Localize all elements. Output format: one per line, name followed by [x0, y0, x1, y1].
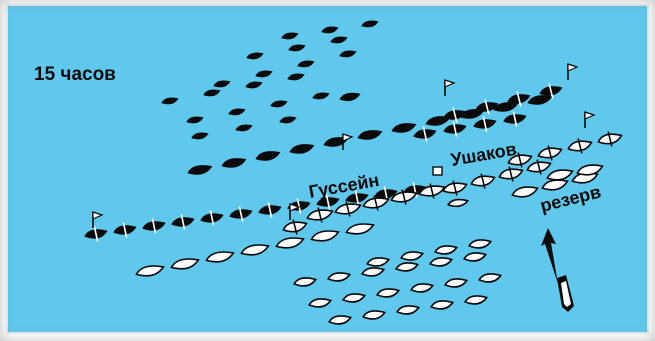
russian-ship — [448, 198, 469, 208]
turkish-ship — [212, 78, 231, 89]
turkish-ship — [112, 220, 139, 240]
russian-ship — [362, 309, 385, 321]
russian-ship — [205, 249, 234, 265]
turkish-ship — [185, 114, 204, 125]
turkish-ship — [257, 200, 284, 220]
turkish-ship — [254, 68, 273, 79]
russian-ship — [293, 276, 316, 288]
russian-ship — [328, 314, 351, 326]
turkish-ship — [228, 204, 255, 224]
russian-ship — [327, 271, 350, 283]
russian-ship — [429, 256, 452, 268]
turkish-ship — [286, 71, 305, 82]
russian-ship — [308, 297, 331, 309]
turkish-ship — [160, 95, 179, 106]
russian-ship — [170, 256, 199, 272]
flag-icon — [585, 112, 594, 128]
turkish-ship — [234, 122, 253, 133]
russian-ship — [536, 143, 563, 164]
turkish-ship — [311, 90, 330, 101]
russian-ship — [596, 129, 623, 150]
russian-ship — [511, 184, 539, 199]
turkish-ship — [412, 124, 439, 144]
russian-ship — [342, 292, 365, 304]
turkish-ship — [296, 58, 315, 69]
turkish-ship — [356, 127, 384, 142]
flags-layer — [93, 64, 594, 228]
russian-ship — [478, 272, 501, 284]
turkish-ship — [170, 212, 197, 232]
flagship-marker — [433, 167, 442, 175]
turkish-ship — [329, 34, 348, 45]
russian-ship — [281, 217, 308, 238]
russian-ship — [468, 238, 491, 250]
russian-ship — [566, 136, 593, 157]
russian-ship — [546, 167, 574, 182]
russian-ship — [434, 244, 457, 256]
russian-ship — [497, 164, 524, 185]
russian-ship — [430, 299, 453, 311]
turkish-ship — [502, 109, 529, 129]
flag-icon — [568, 64, 577, 80]
right-commander-label: Ушаков — [449, 139, 518, 170]
russian-ship — [418, 180, 447, 201]
turkish-ship — [288, 141, 316, 156]
russian-ship — [345, 221, 374, 237]
ships-layer — [83, 18, 624, 325]
turkish-ship — [269, 98, 288, 109]
turkish-ship — [186, 162, 214, 177]
russian-ship — [310, 228, 339, 244]
flag-icon — [445, 80, 454, 96]
russian-ship — [444, 277, 467, 289]
russian-ship — [306, 204, 335, 225]
russian-ship — [135, 263, 164, 279]
turkish-ship — [254, 148, 282, 163]
flag-icon — [93, 212, 102, 228]
russian-ship — [410, 282, 433, 294]
reserve-arrow — [541, 228, 574, 312]
turkish-ship — [141, 216, 168, 236]
russian-ship — [366, 256, 389, 268]
turkish-ship — [338, 48, 357, 59]
turkish-ship — [199, 208, 226, 228]
russian-ship — [463, 251, 486, 263]
turkish-ship — [190, 130, 209, 141]
time-label: 15 часов — [34, 64, 116, 85]
turkish-ship — [338, 90, 361, 103]
turkish-ship — [220, 155, 248, 170]
russian-ship — [376, 287, 399, 299]
turkish-ship — [390, 120, 418, 135]
turkish-ship — [280, 30, 299, 41]
turkish-ship — [287, 42, 306, 53]
russian-ship — [395, 261, 418, 273]
russian-ship — [441, 178, 468, 199]
turkish-ship — [202, 87, 221, 98]
flag-icon — [290, 204, 299, 220]
turkish-ship — [360, 18, 379, 29]
turkish-ship — [83, 224, 110, 244]
turkish-ship — [244, 79, 263, 90]
russian-ship — [361, 266, 384, 278]
turkish-ship — [320, 24, 339, 35]
russian-ship — [396, 304, 419, 316]
turkish-ship — [245, 50, 264, 61]
russian-ship — [464, 294, 487, 306]
russian-ship — [400, 250, 423, 262]
russian-ship — [240, 242, 269, 258]
turkish-ship — [278, 114, 297, 125]
left-commander-label: Гуссейн — [307, 170, 380, 202]
russian-ship — [275, 235, 304, 251]
turkish-ship — [227, 106, 246, 117]
russian-ship — [469, 171, 496, 192]
